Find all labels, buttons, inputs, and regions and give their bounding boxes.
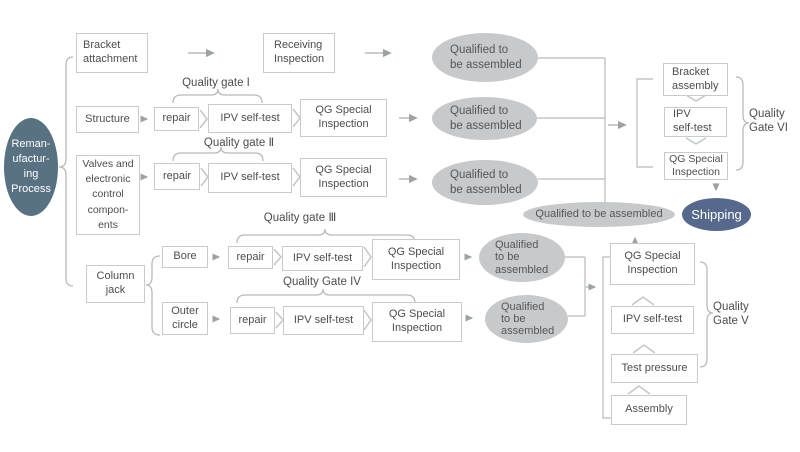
quality-gate-3-label: Quality gate Ⅲ <box>263 212 337 224</box>
chevron-right-4 <box>292 167 301 187</box>
column-jack-brace <box>145 255 161 336</box>
gate6-input-bracket <box>636 78 653 168</box>
quality-gate-2-label: Quality gate Ⅱ <box>203 137 275 149</box>
valves-components-box: Valves and electronic control compon- en… <box>76 155 140 235</box>
ipv-self-test-box-6: IPV self-test <box>664 107 727 137</box>
chevron-down-1 <box>685 94 707 102</box>
quality-gate-2-brace <box>172 146 264 162</box>
junction-lines <box>537 57 653 419</box>
structure-box: Structure <box>76 106 139 133</box>
outer-circle-box: Outer circle <box>162 302 208 335</box>
qualified-ellipse-3: Qualified to be assembled <box>432 160 538 205</box>
remanufacturing-process-ellipse: Reman- ufactur- ing Process <box>4 118 58 216</box>
chevron-down-2 <box>685 137 707 145</box>
chevron-right-3 <box>200 167 209 187</box>
qualified-ellipse-merged: Qualified to be assembled <box>523 202 675 227</box>
chevron-right-8 <box>363 309 372 331</box>
quality-gate-5-label: Quality Gate V <box>713 301 749 327</box>
receiving-inspection-box: Receiving Inspection <box>263 33 335 73</box>
chevron-right-2 <box>292 108 301 128</box>
qg-special-inspection-box-5: QG Special Inspection <box>610 243 695 285</box>
qg-special-inspection-box-3: QG Special Inspection <box>372 239 460 280</box>
process-brace <box>58 56 74 287</box>
qg-special-inspection-box-4: QG Special Inspection <box>372 302 462 342</box>
flow-arrows <box>140 48 720 323</box>
qg-special-inspection-box-6: QG Special Inspection <box>664 152 728 180</box>
shipping-ellipse: Shipping <box>682 198 751 231</box>
assembly-box: Assembly <box>611 395 687 425</box>
quality-gate-3-brace <box>236 228 416 244</box>
quality-gate-4-brace <box>236 288 416 304</box>
column-jack-box: Column jack <box>86 265 145 303</box>
qg-special-inspection-box-2: QG Special Inspection <box>300 158 387 197</box>
qualified-ellipse-4: Qualified to be assembled <box>479 233 565 282</box>
chevron-up-3 <box>627 385 651 395</box>
quality-gate-1-label: Quality gate I <box>182 77 250 89</box>
qg-special-inspection-box-1: QG Special Inspection <box>300 99 387 137</box>
quality-gate-1-brace <box>172 88 263 104</box>
quality-gate-6-brace <box>735 76 750 171</box>
chevron-right-5 <box>273 248 282 266</box>
chevron-right-6 <box>363 246 372 268</box>
qualified-ellipse-2: Qualified to be assembled <box>432 97 537 140</box>
repair-box-2: repair <box>154 163 200 190</box>
ipv-self-test-box-1: IPV self-test <box>208 104 292 133</box>
bore-box: Bore <box>162 246 208 268</box>
repair-box-1: repair <box>154 107 199 131</box>
qualified-ellipse-5: Qualified to be assembled <box>485 295 568 343</box>
chevron-up-2 <box>632 344 656 354</box>
braces <box>58 56 750 368</box>
ipv-self-test-box-2: IPV self-test <box>208 163 292 193</box>
quality-gate-6-label: Quality Gate VI <box>749 108 788 134</box>
ipv-self-test-box-3: IPV self-test <box>282 246 363 271</box>
chevron-right-1 <box>199 109 208 129</box>
ipv-self-test-box-4: IPV self-test <box>283 306 364 335</box>
chevron-right-7 <box>275 311 284 329</box>
chevron-up-1 <box>631 296 655 306</box>
test-pressure-box: Test pressure <box>611 354 698 383</box>
ipv-self-test-box-5: IPV self-test <box>611 306 694 334</box>
repair-box-4: repair <box>230 307 275 334</box>
quality-gate-5-brace <box>699 261 714 368</box>
bracket-attachment-box: Bracket attachment <box>76 33 148 73</box>
repair-box-3: repair <box>228 246 273 269</box>
quality-gate-4-label: Quality Gate IV <box>283 276 361 288</box>
qualified-ellipse-1: Qualified to be assembled <box>432 33 538 82</box>
bracket-assembly-box: Bracket assembly <box>663 63 728 96</box>
gate5-input-bracket <box>602 256 612 419</box>
